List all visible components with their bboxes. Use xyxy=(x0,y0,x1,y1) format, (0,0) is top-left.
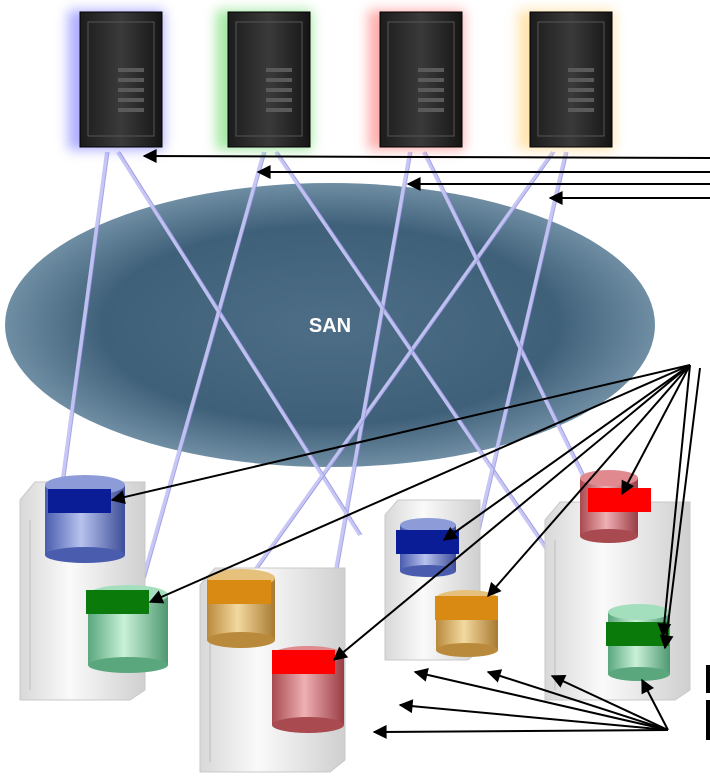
red-volume-1 xyxy=(272,650,335,674)
orange-volume-1 xyxy=(208,580,271,604)
red-volume-2 xyxy=(588,488,651,512)
fiber-link xyxy=(422,151,592,491)
fiber-link xyxy=(246,150,555,582)
volume-labels xyxy=(48,488,669,674)
green-volume-2 xyxy=(606,622,669,646)
volume-arrow xyxy=(442,364,691,541)
storage-arrows xyxy=(372,667,669,739)
storage-arrow xyxy=(398,699,669,731)
hba-arrow xyxy=(142,149,710,164)
green-volume-1 xyxy=(86,590,149,614)
orange-volume-2 xyxy=(435,596,498,620)
blue-disk-1 xyxy=(45,475,125,563)
fiber-link xyxy=(274,150,597,622)
volume-arrow xyxy=(621,364,691,496)
server-1 xyxy=(68,10,164,150)
storage-arrow xyxy=(550,674,669,731)
fiber-link xyxy=(116,150,362,537)
volume-arrow xyxy=(148,364,691,604)
san-cloud: SAN xyxy=(5,183,655,467)
volume-arrow xyxy=(657,364,691,638)
server-4 xyxy=(518,10,614,150)
storage-arrow xyxy=(413,667,669,731)
server-3 xyxy=(368,10,464,150)
fiber-link xyxy=(58,151,109,501)
hba-arrows xyxy=(142,149,710,205)
storage-arrow xyxy=(641,678,669,731)
server-2 xyxy=(216,10,312,150)
blue-volume-2 xyxy=(396,530,459,554)
volume-arrow xyxy=(659,367,701,650)
arrow-origins xyxy=(706,665,710,740)
volume-arrow xyxy=(487,364,691,598)
volume-arrows xyxy=(110,364,701,661)
storage-arrow xyxy=(486,669,669,731)
volume-arrow xyxy=(110,364,691,504)
volume-arrow xyxy=(332,364,691,661)
storage-arrow xyxy=(372,724,669,739)
blue-volume-1 xyxy=(48,489,111,513)
san-label: SAN xyxy=(309,315,351,337)
fiber-link xyxy=(138,151,266,591)
